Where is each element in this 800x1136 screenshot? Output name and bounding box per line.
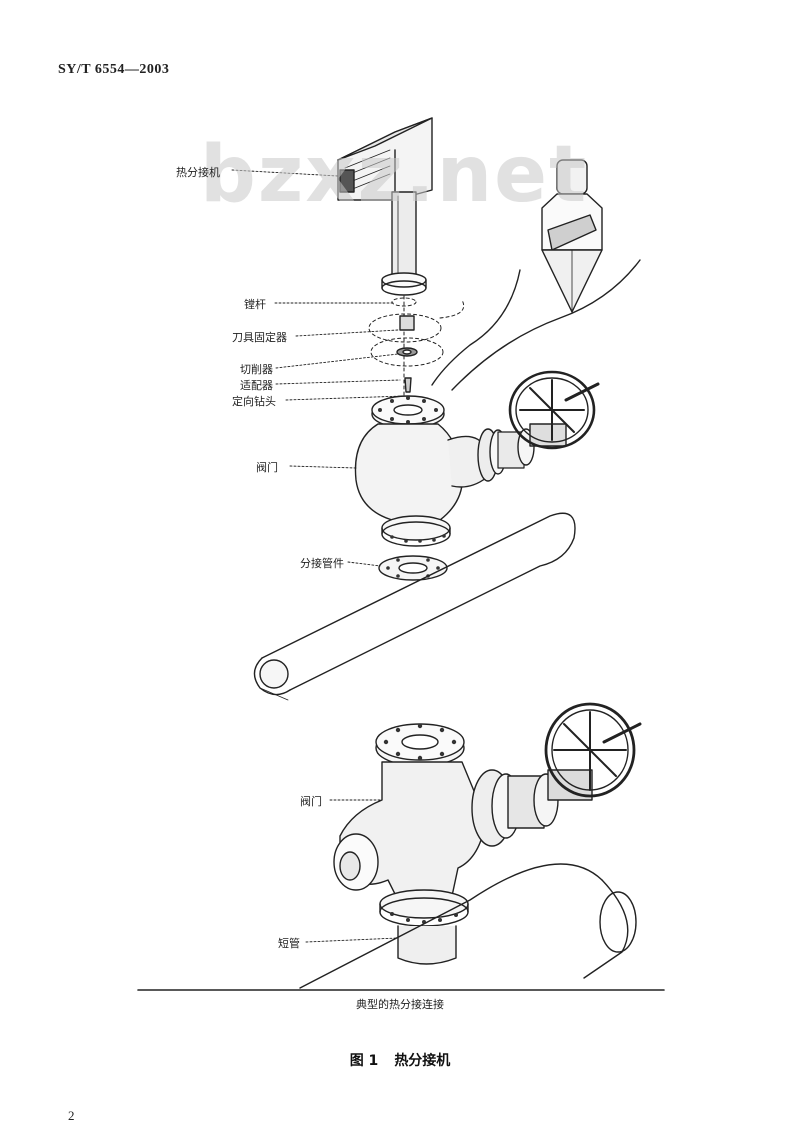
figure-title: 热分接机 bbox=[394, 1053, 451, 1069]
upper-valve bbox=[354, 370, 600, 547]
label-valve-lower: 阀门 bbox=[300, 795, 322, 808]
leader-lines bbox=[231, 169, 405, 943]
page-number: 2 bbox=[68, 1108, 75, 1123]
machine-shaft bbox=[381, 191, 427, 296]
machine-head bbox=[337, 117, 433, 201]
label-hot-tapping-machine: 热分接机 bbox=[176, 166, 220, 179]
label-boring-bar: 镗杆 bbox=[244, 298, 266, 311]
label-branch-pipe: 短管 bbox=[278, 937, 300, 950]
tool-parts bbox=[396, 315, 418, 393]
figure-caption: 图 1 热分接机 bbox=[0, 1050, 800, 1070]
label-pilot-drill: 定向钻头 bbox=[232, 395, 276, 408]
watermark: bzxz.net bbox=[200, 130, 589, 220]
label-cutter: 切削器 bbox=[240, 363, 273, 376]
label-valve-upper: 阀门 bbox=[256, 461, 278, 474]
label-split-tee: 分接管件 bbox=[300, 557, 344, 570]
drill-detail bbox=[431, 159, 641, 391]
label-adapter: 适配器 bbox=[240, 379, 273, 392]
figure-subcaption: 典型的热分接连接 bbox=[356, 998, 444, 1011]
main-pipe bbox=[253, 512, 576, 701]
lower-valve bbox=[299, 702, 642, 989]
figure-number: 图 1 bbox=[349, 1053, 379, 1069]
label-tool-holder: 刀具固定器 bbox=[232, 331, 287, 344]
exploded-parts bbox=[368, 295, 465, 396]
split-tee bbox=[378, 555, 448, 581]
std-number: SY/T 6554—2003 bbox=[58, 62, 170, 77]
